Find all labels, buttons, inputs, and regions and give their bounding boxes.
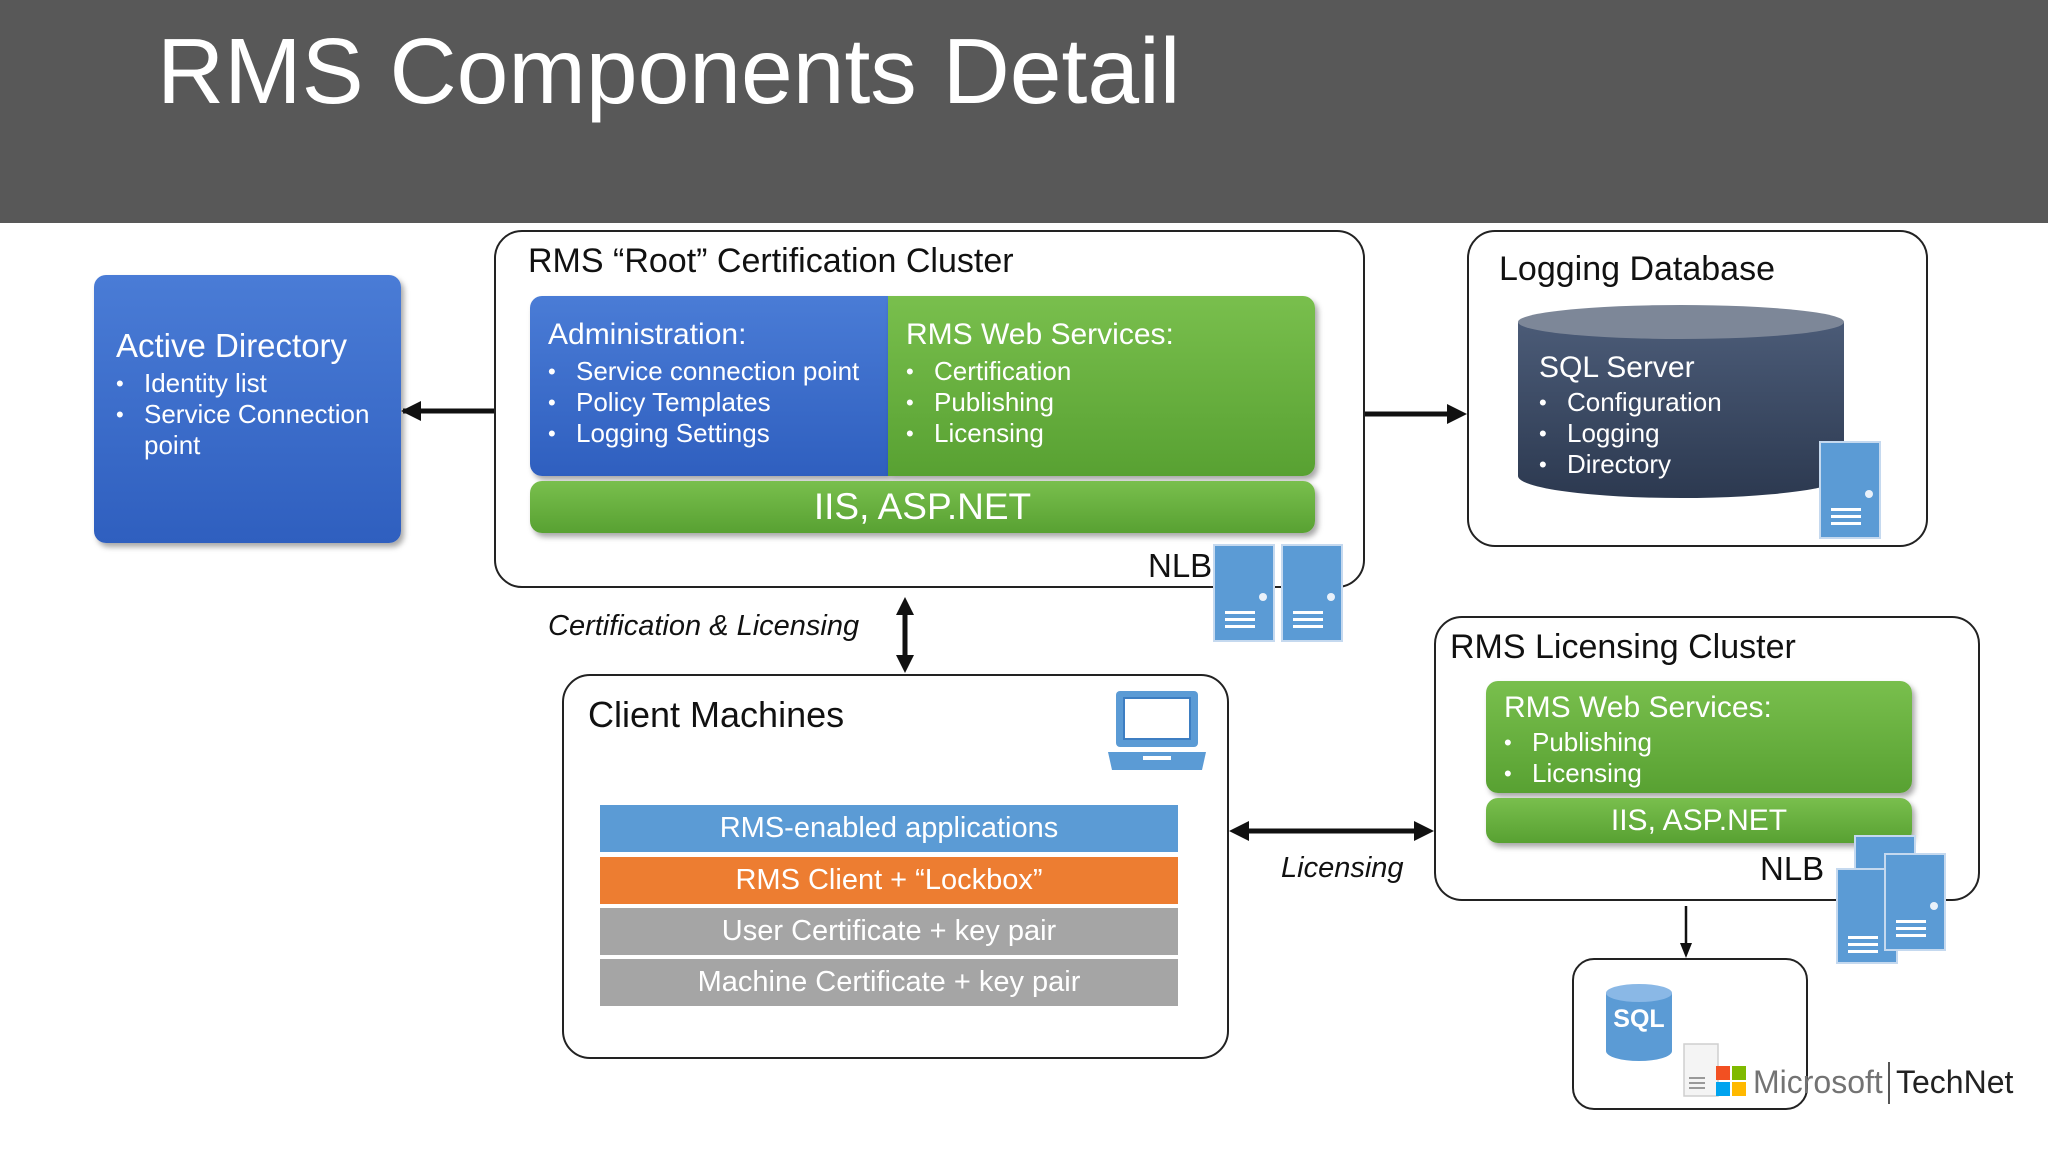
arrowhead — [1414, 821, 1434, 841]
licensing-web-services-title: RMS Web Services: — [1504, 691, 1772, 724]
logging-database-title: Logging Database — [1499, 250, 1776, 288]
list-item: Logging — [1537, 418, 1797, 449]
laptop-icon — [1108, 691, 1206, 770]
list-item: Service connection point — [546, 356, 886, 387]
licensing-web-services-card: RMS Web Services: Publishing Licensing — [1486, 681, 1912, 793]
page-title: RMS Components Detail — [157, 19, 1181, 123]
root-web-services-card: RMS Web Services: Certification Publishi… — [888, 296, 1315, 476]
list-item: Policy Templates — [546, 387, 886, 418]
list-item: Service Connection point — [114, 399, 394, 461]
client-layer-machine-cert: Machine Certificate + key pair — [600, 959, 1178, 1006]
list-item: Licensing — [1502, 758, 1902, 789]
list-item: Identity list — [114, 368, 394, 399]
client-machines-panel: Client Machines RMS-enabled applications… — [562, 674, 1229, 1059]
server-icon — [1884, 853, 1946, 951]
active-directory-card: Active Directory Identity list Service C… — [94, 275, 401, 543]
technet-brand: TechNet — [1896, 1064, 2014, 1100]
server-icon — [1213, 544, 1275, 642]
licensing-cluster-panel: RMS Licensing Cluster RMS Web Services: … — [1434, 616, 1980, 901]
cert-licensing-label: Certification & Licensing — [548, 610, 860, 642]
list-item: Licensing — [904, 418, 1304, 449]
document-icon — [1683, 1043, 1719, 1097]
brand-divider — [1888, 1062, 1890, 1104]
licensing-label: Licensing — [1281, 852, 1404, 884]
server-icon — [1819, 441, 1881, 539]
client-machines-title: Client Machines — [588, 694, 845, 735]
arrowhead — [1680, 943, 1692, 958]
arrowhead — [1447, 404, 1467, 424]
licensing-cluster-title: RMS Licensing Cluster — [1450, 628, 1796, 666]
root-web-services-list: Certification Publishing Licensing — [904, 356, 1304, 449]
arrowhead — [1229, 821, 1249, 841]
licensing-platform-bar: IIS, ASP.NET — [1486, 798, 1912, 843]
sql-server-list: Configuration Logging Directory — [1537, 387, 1797, 480]
sql-server-title: SQL Server — [1539, 351, 1695, 384]
title-bar — [0, 0, 2048, 223]
administration-list: Service connection point Policy Template… — [546, 356, 886, 449]
arrowhead — [401, 401, 421, 421]
licensing-nlb-label: NLB — [1760, 850, 1825, 887]
root-platform-bar: IIS, ASP.NET — [530, 481, 1315, 533]
list-item: Logging Settings — [546, 418, 886, 449]
list-item: Publishing — [904, 387, 1304, 418]
root-web-services-title: RMS Web Services: — [906, 318, 1174, 351]
active-directory-list: Identity list Service Connection point — [114, 368, 394, 461]
microsoft-brand: Microsoft — [1753, 1064, 1883, 1100]
list-item: Certification — [904, 356, 1304, 387]
root-cluster-panel: RMS “Root” Certification Cluster Adminis… — [494, 230, 1365, 588]
client-layer-apps: RMS-enabled applications — [600, 805, 1178, 852]
client-layer-user-cert: User Certificate + key pair — [600, 908, 1178, 955]
administration-card: Administration: Service connection point… — [530, 296, 888, 476]
list-item: Publishing — [1502, 727, 1902, 758]
server-icon — [1281, 544, 1343, 642]
sql-icon-label: SQL — [1613, 1005, 1665, 1033]
administration-title: Administration: — [548, 318, 747, 351]
sql-database-icon — [1606, 984, 1672, 1061]
client-layer-rms-client: RMS Client + “Lockbox” — [600, 857, 1178, 904]
arrowhead — [896, 655, 914, 673]
list-item: Configuration — [1537, 387, 1797, 418]
arrowhead — [896, 597, 914, 615]
list-item: Directory — [1537, 449, 1797, 480]
microsoft-logo-icon — [1716, 1066, 1746, 1096]
root-nlb-label: NLB — [1148, 547, 1213, 584]
active-directory-title: Active Directory — [116, 327, 348, 364]
root-cluster-title: RMS “Root” Certification Cluster — [528, 242, 1014, 280]
licensing-web-services-list: Publishing Licensing — [1502, 727, 1902, 789]
